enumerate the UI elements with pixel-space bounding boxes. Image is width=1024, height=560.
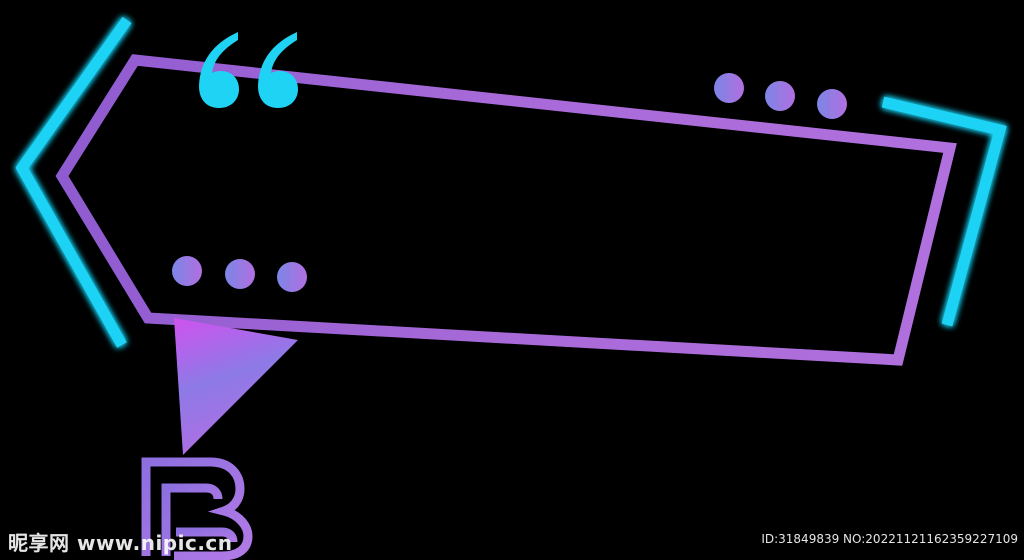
- watermark-id: ID:31849839 NO:20221121162359227109: [761, 532, 1018, 546]
- ellipsis-icon: [714, 73, 847, 119]
- watermark-site: 昵享网 www.nipic.cn: [8, 531, 233, 555]
- speech-frame: [55, 54, 957, 366]
- b-logo-icon: [141, 457, 253, 560]
- left-bracket-icon: [15, 16, 132, 348]
- right-bracket-icon: [881, 96, 1007, 327]
- pointer-icon: [174, 318, 298, 455]
- quote-icon: [199, 32, 298, 108]
- ellipsis-icon-lower: [172, 256, 307, 292]
